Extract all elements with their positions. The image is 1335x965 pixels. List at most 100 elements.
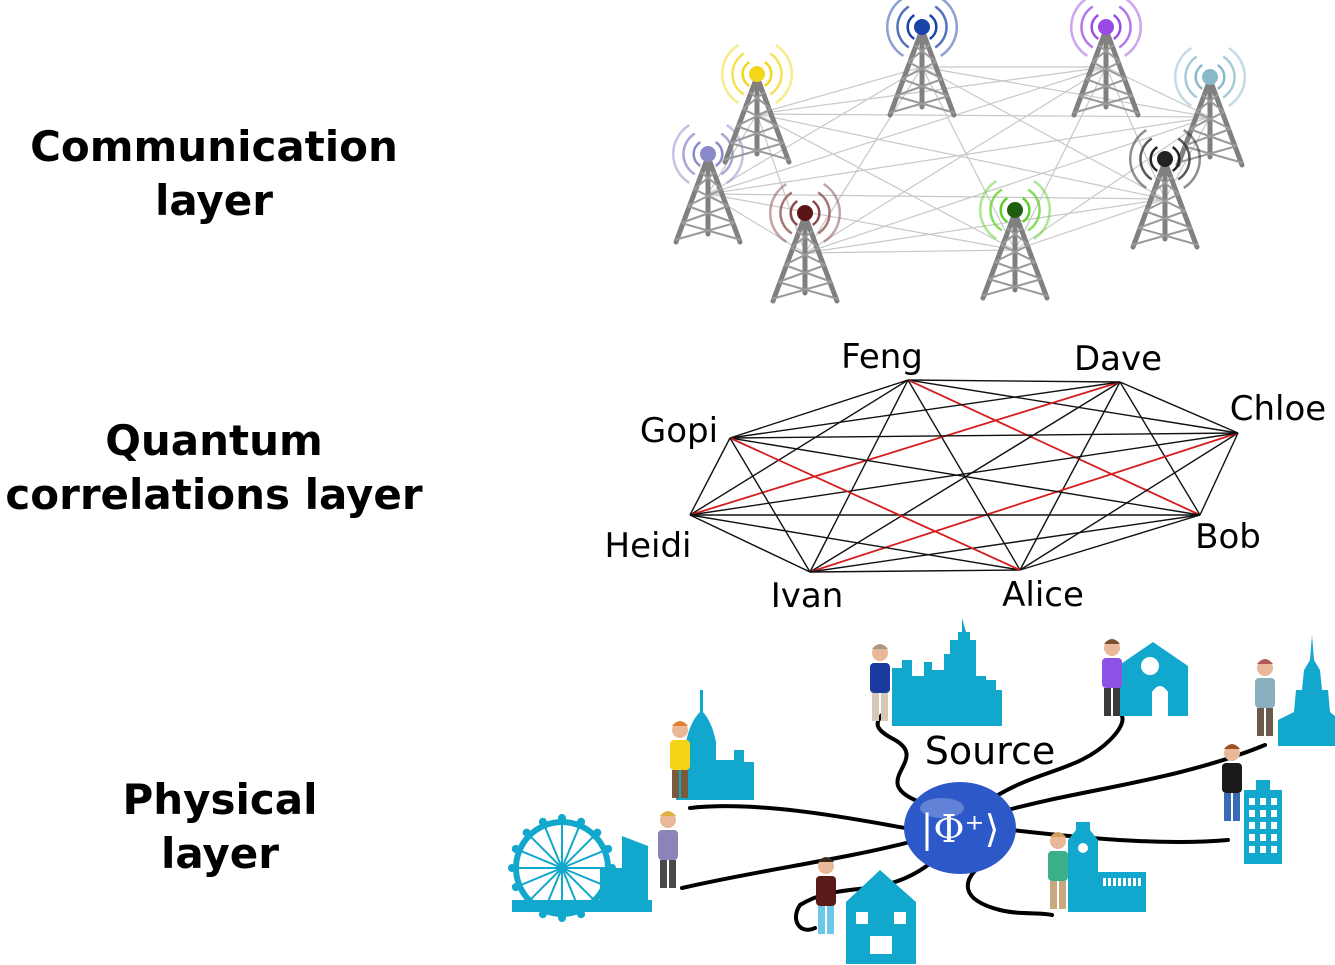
office-window: [1249, 834, 1255, 841]
person-torso: [1048, 851, 1068, 881]
tower-bracing-dave: [1072, 44, 1140, 114]
correlation-edge-feng-chloe: [907, 379, 1239, 434]
signal-wave-right-ivan-0: [811, 200, 821, 226]
tower-bracing-bob: [1131, 176, 1199, 246]
office-window: [1249, 822, 1255, 829]
signal-wave-right-ivan-1: [817, 191, 831, 235]
source-label: Source: [925, 729, 1056, 773]
person-top-left: [670, 721, 690, 798]
person-hair: [660, 811, 676, 816]
mesh-link-feng-heidi: [707, 66, 923, 195]
signal-wave-left-alice-2: [979, 180, 997, 240]
correlation-edge-feng-ivan: [809, 379, 909, 573]
cathedral-building: [676, 690, 754, 800]
person-leg-left: [1050, 881, 1057, 909]
ferris-wheel-cabin: [558, 914, 566, 922]
correlation-edge-ivan-gopi: [729, 437, 811, 573]
mesh-link-alice-ivan: [804, 249, 1016, 254]
mesh-link-feng-gopi: [756, 66, 923, 115]
signal-wave-right-heidi-0: [714, 141, 724, 167]
person-leg-right: [881, 693, 888, 721]
tower-beacon-bob: [1157, 151, 1173, 167]
signal-wave-left-ivan-1: [779, 191, 793, 235]
person-leg-right: [669, 860, 676, 888]
ferris-wheel-cabin: [577, 910, 586, 919]
house-window-right: [894, 912, 906, 924]
church-building: [1118, 642, 1188, 716]
station-window: [1113, 878, 1116, 886]
signal-wave-right-alice-0: [1021, 197, 1031, 223]
correlation-edge-dave-heidi: [689, 381, 1121, 516]
fiber-top-left-person: [688, 804, 907, 830]
signal-wave-left-ivan-2: [769, 183, 787, 243]
signal-wave-left-heidi-1: [682, 132, 696, 176]
signal-wave-left-dave-1: [1080, 5, 1094, 49]
ferris-wheel-cabin: [577, 817, 586, 826]
signal-wave-right-feng-0: [928, 14, 938, 40]
mesh-link-dave-ivan: [804, 66, 1107, 254]
radio-tower-alice: [979, 180, 1051, 301]
person-leg-right: [1266, 708, 1273, 736]
correlation-edge-chloe-alice: [1019, 432, 1239, 571]
signal-wave-right-alice-1: [1027, 188, 1041, 232]
correlation-edge-bob-ivan: [809, 514, 1201, 573]
person-skyline: [870, 644, 890, 721]
station-window: [1123, 878, 1126, 886]
correlation-edge-chloe-gopi: [729, 432, 1239, 439]
mesh-link-bob-alice: [1014, 198, 1166, 251]
correlation-edge-alice-heidi: [689, 514, 1021, 571]
ferris-wheel-spoke: [561, 849, 605, 869]
radio-tower-dave: [1070, 0, 1142, 118]
correlation-edge-dave-gopi: [729, 381, 1121, 439]
person-hair: [1224, 744, 1240, 749]
office-window: [1249, 846, 1255, 853]
office-window: [1271, 810, 1277, 817]
person-tower-right: [1255, 659, 1275, 736]
correlation-edge-alice-ivan: [809, 569, 1021, 573]
tower-legs-dave: [1071, 32, 1141, 118]
person-leg-right: [1233, 793, 1240, 821]
correlation-edge-feng-gopi: [729, 379, 909, 439]
person-house: [816, 857, 836, 934]
communication-layer-title-line1: Communication: [30, 122, 398, 171]
office-window: [1260, 810, 1266, 817]
tower-bracing-alice: [981, 227, 1049, 297]
house-door: [870, 936, 892, 954]
node-label-alice: Alice: [1002, 575, 1084, 615]
signal-wave-right-bob-1: [1177, 137, 1191, 181]
office-window: [1271, 798, 1277, 805]
ferris-wheel-spoke: [561, 867, 605, 887]
house-building: [846, 870, 916, 964]
fiber-skyline-person: [875, 710, 917, 802]
fiber-house-person: [794, 863, 930, 932]
ferris-wheel-spoke: [561, 834, 596, 869]
correlation-edge-bob-gopi: [729, 437, 1201, 516]
correlation-edge-heidi-gopi: [689, 437, 731, 516]
office-building-top: [1256, 780, 1270, 792]
correlation-edge-dave-bob: [1119, 381, 1201, 516]
physical-layer-label: Physical layer: [0, 773, 440, 881]
tower-legs-alice: [980, 215, 1050, 301]
person-torso: [1102, 658, 1122, 688]
signal-wave-left-alice-1: [989, 188, 1003, 232]
signal-wave-right-alice-2: [1033, 180, 1051, 240]
node-label-feng: Feng: [841, 337, 923, 377]
radio-tower-bob: [1129, 129, 1201, 250]
correlation-edge-ivan-heidi: [689, 514, 811, 573]
fiber-church-person: [996, 710, 1125, 797]
tower-bracing-gopi: [723, 91, 791, 161]
station-window: [1128, 878, 1131, 886]
correlation-edge-feng-alice: [907, 379, 1021, 571]
signal-wave-right-dave-1: [1118, 5, 1132, 49]
person-hair: [872, 644, 888, 649]
person-leg-left: [872, 693, 879, 721]
station-window: [1118, 878, 1121, 886]
source-highlight: [920, 798, 964, 818]
office-window: [1260, 822, 1266, 829]
signal-wave-left-bob-0: [1149, 146, 1159, 172]
radio-tower-feng: [886, 0, 958, 118]
communication-layer-title-line2: layer: [154, 176, 274, 225]
person-torso: [1222, 763, 1242, 793]
